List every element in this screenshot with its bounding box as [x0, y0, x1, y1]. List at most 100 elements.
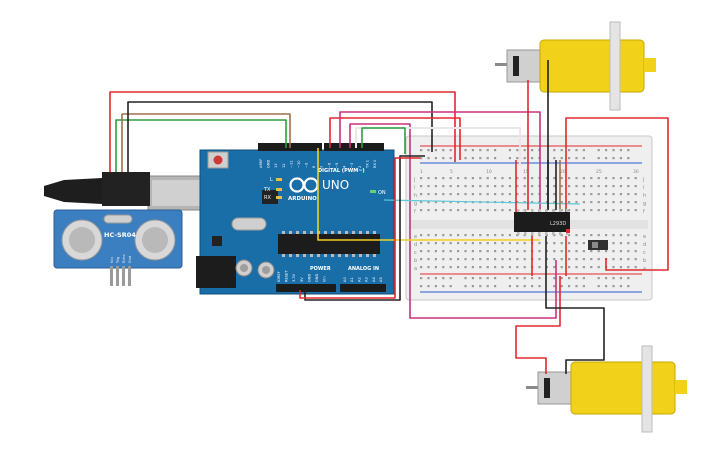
- rail-hole[interactable]: [494, 277, 497, 280]
- breadboard-hole[interactable]: [494, 209, 497, 212]
- rail-hole[interactable]: [420, 277, 423, 280]
- breadboard-hole[interactable]: [531, 234, 534, 237]
- breadboard-hole[interactable]: [501, 193, 504, 196]
- breadboard-hole[interactable]: [427, 201, 430, 204]
- rail-hole[interactable]: [471, 285, 474, 288]
- breadboard-hole[interactable]: [553, 185, 556, 188]
- rail-hole[interactable]: [560, 149, 563, 152]
- breadboard-hole[interactable]: [449, 234, 452, 237]
- rail-hole[interactable]: [494, 285, 497, 288]
- rail-hole[interactable]: [582, 285, 585, 288]
- rail-hole[interactable]: [434, 149, 437, 152]
- breadboard-hole[interactable]: [568, 234, 571, 237]
- breadboard-hole[interactable]: [457, 193, 460, 196]
- breadboard-hole[interactable]: [501, 177, 504, 180]
- rail-hole[interactable]: [582, 157, 585, 160]
- rail-hole[interactable]: [612, 157, 615, 160]
- breadboard-hole[interactable]: [449, 193, 452, 196]
- breadboard-hole[interactable]: [634, 177, 637, 180]
- breadboard-hole[interactable]: [427, 234, 430, 237]
- rail-hole[interactable]: [494, 149, 497, 152]
- rail-hole[interactable]: [575, 149, 578, 152]
- breadboard-hole[interactable]: [634, 193, 637, 196]
- breadboard-hole[interactable]: [597, 177, 600, 180]
- rail-hole[interactable]: [531, 277, 534, 280]
- breadboard-hole[interactable]: [457, 209, 460, 212]
- breadboard-hole[interactable]: [420, 201, 423, 204]
- breadboard-hole[interactable]: [634, 234, 637, 237]
- breadboard-hole[interactable]: [553, 193, 556, 196]
- rail-hole[interactable]: [516, 277, 519, 280]
- breadboard-hole[interactable]: [464, 258, 467, 261]
- breadboard-hole[interactable]: [582, 185, 585, 188]
- breadboard-hole[interactable]: [627, 201, 630, 204]
- breadboard-hole[interactable]: [553, 258, 556, 261]
- rail-hole[interactable]: [427, 285, 430, 288]
- breadboard-hole[interactable]: [434, 242, 437, 245]
- breadboard-hole[interactable]: [516, 201, 519, 204]
- breadboard-hole[interactable]: [427, 193, 430, 196]
- breadboard-hole[interactable]: [486, 209, 489, 212]
- breadboard-hole[interactable]: [449, 250, 452, 253]
- breadboard-hole[interactable]: [479, 258, 482, 261]
- breadboard-hole[interactable]: [553, 201, 556, 204]
- breadboard-hole[interactable]: [605, 185, 608, 188]
- rail-hole[interactable]: [471, 157, 474, 160]
- sensor-pin-vcc[interactable]: [110, 266, 113, 286]
- rail-hole[interactable]: [575, 277, 578, 280]
- wire-motor-bottom-plus[interactable]: [515, 276, 561, 374]
- breadboard-hole[interactable]: [479, 250, 482, 253]
- rail-hole[interactable]: [434, 277, 437, 280]
- rail-hole[interactable]: [560, 157, 563, 160]
- breadboard-hole[interactable]: [464, 177, 467, 180]
- breadboard-hole[interactable]: [597, 185, 600, 188]
- rail-hole[interactable]: [471, 149, 474, 152]
- breadboard-hole[interactable]: [486, 250, 489, 253]
- breadboard-hole[interactable]: [464, 234, 467, 237]
- breadboard-hole[interactable]: [449, 242, 452, 245]
- rail-hole[interactable]: [538, 277, 541, 280]
- breadboard-hole[interactable]: [597, 250, 600, 253]
- rail-hole[interactable]: [486, 285, 489, 288]
- wire-d6[interactable]: [339, 111, 541, 210]
- breadboard-hole[interactable]: [634, 250, 637, 253]
- breadboard-hole[interactable]: [560, 234, 563, 237]
- breadboard-hole[interactable]: [568, 242, 571, 245]
- rail-hole[interactable]: [553, 157, 556, 160]
- breadboard-hole[interactable]: [612, 193, 615, 196]
- wire-sensor-echo-brown[interactable]: [121, 113, 291, 172]
- breadboard-hole[interactable]: [427, 250, 430, 253]
- rail-hole[interactable]: [597, 157, 600, 160]
- breadboard-hole[interactable]: [516, 234, 519, 237]
- rail-hole[interactable]: [597, 277, 600, 280]
- breadboard-hole[interactable]: [538, 266, 541, 269]
- breadboard-hole[interactable]: [634, 242, 637, 245]
- breadboard-hole[interactable]: [434, 266, 437, 269]
- breadboard-hole[interactable]: [560, 193, 563, 196]
- breadboard-hole[interactable]: [471, 242, 474, 245]
- breadboard-hole[interactable]: [582, 177, 585, 180]
- breadboard-hole[interactable]: [494, 266, 497, 269]
- rail-hole[interactable]: [479, 149, 482, 152]
- breadboard-hole[interactable]: [575, 201, 578, 204]
- breadboard-hole[interactable]: [531, 177, 534, 180]
- breadboard-hole[interactable]: [501, 242, 504, 245]
- rail-hole[interactable]: [568, 277, 571, 280]
- breadboard-hole[interactable]: [494, 185, 497, 188]
- breadboard-hole[interactable]: [575, 177, 578, 180]
- rail-hole[interactable]: [553, 277, 556, 280]
- breadboard-hole[interactable]: [605, 209, 608, 212]
- rail-hole[interactable]: [486, 157, 489, 160]
- rail-hole[interactable]: [523, 285, 526, 288]
- breadboard-hole[interactable]: [479, 185, 482, 188]
- breadboard-hole[interactable]: [634, 201, 637, 204]
- sensor-pin-trig[interactable]: [116, 266, 119, 286]
- breadboard-hole[interactable]: [508, 250, 511, 253]
- breadboard-hole[interactable]: [605, 234, 608, 237]
- breadboard-hole[interactable]: [612, 234, 615, 237]
- rail-hole[interactable]: [605, 285, 608, 288]
- breadboard-hole[interactable]: [590, 177, 593, 180]
- breadboard-hole[interactable]: [597, 209, 600, 212]
- breadboard-hole[interactable]: [501, 234, 504, 237]
- wire-d10-yellow[interactable]: [317, 148, 540, 241]
